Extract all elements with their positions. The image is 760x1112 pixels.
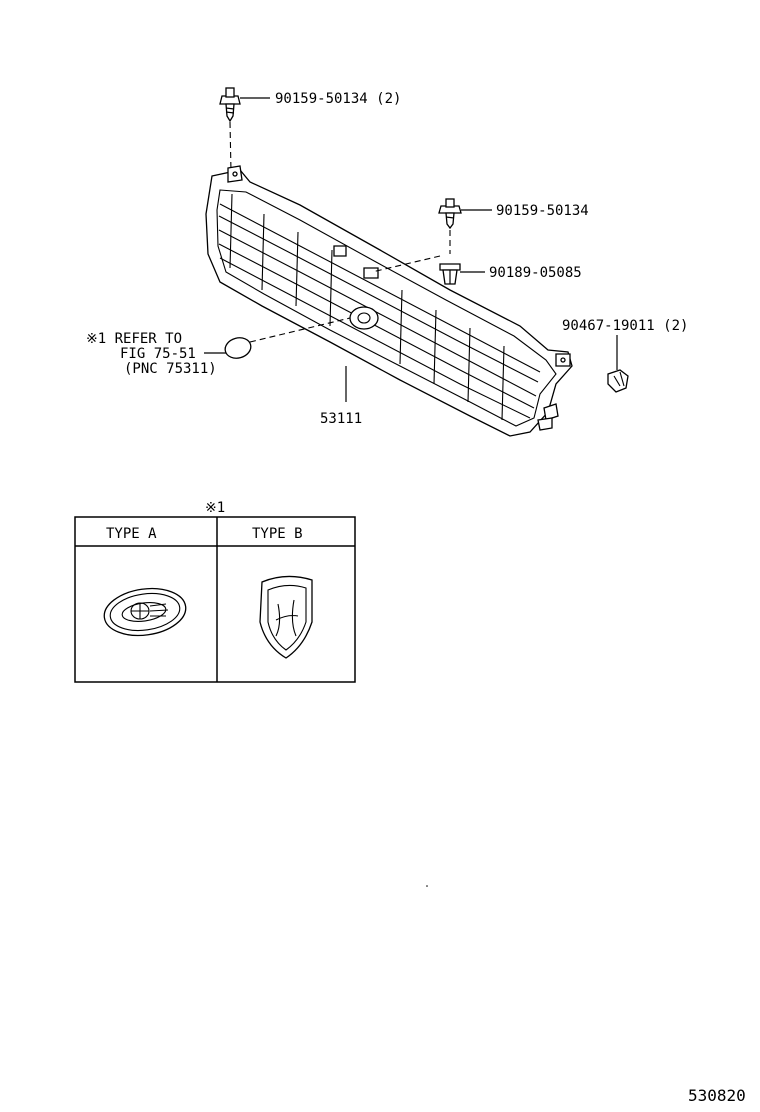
note-refer-line2: FIG 75-51 <box>120 346 196 362</box>
guide-bolt-top <box>229 121 232 173</box>
table-header-type-a: TYPE A <box>106 526 157 542</box>
note-refer-line1: ※1 REFER TO <box>86 331 182 347</box>
emblem-type-table <box>74 516 356 683</box>
note-refer-line3: (PNC 75311) <box>124 361 217 377</box>
figure-id: 530820 <box>688 1086 746 1105</box>
table-marker: ※1 <box>205 500 225 516</box>
emblem-outline-icon <box>224 337 252 359</box>
table-header-type-b: TYPE B <box>252 526 303 542</box>
part-label-grille: 53111 <box>320 411 362 427</box>
guide-emblem <box>249 317 351 343</box>
bolt-top-icon <box>219 87 241 123</box>
clip-mid-icon <box>439 263 461 285</box>
bolt-mid-icon <box>438 198 462 230</box>
part-label-bolt-mid: 90159-50134 <box>496 203 589 219</box>
emblem-type-b-icon <box>259 575 313 659</box>
part-label-clip-right: 90467-19011 (2) <box>562 318 688 334</box>
part-label-bolt-top: 90159-50134 (2) <box>275 91 401 107</box>
clip-right-icon <box>607 369 629 393</box>
guide-clip-mid <box>371 255 441 273</box>
stray-dot <box>426 885 428 887</box>
part-label-clip-mid: 90189-05085 <box>489 265 582 281</box>
emblem-type-a-icon <box>103 587 187 637</box>
grille-53111 <box>205 165 573 437</box>
